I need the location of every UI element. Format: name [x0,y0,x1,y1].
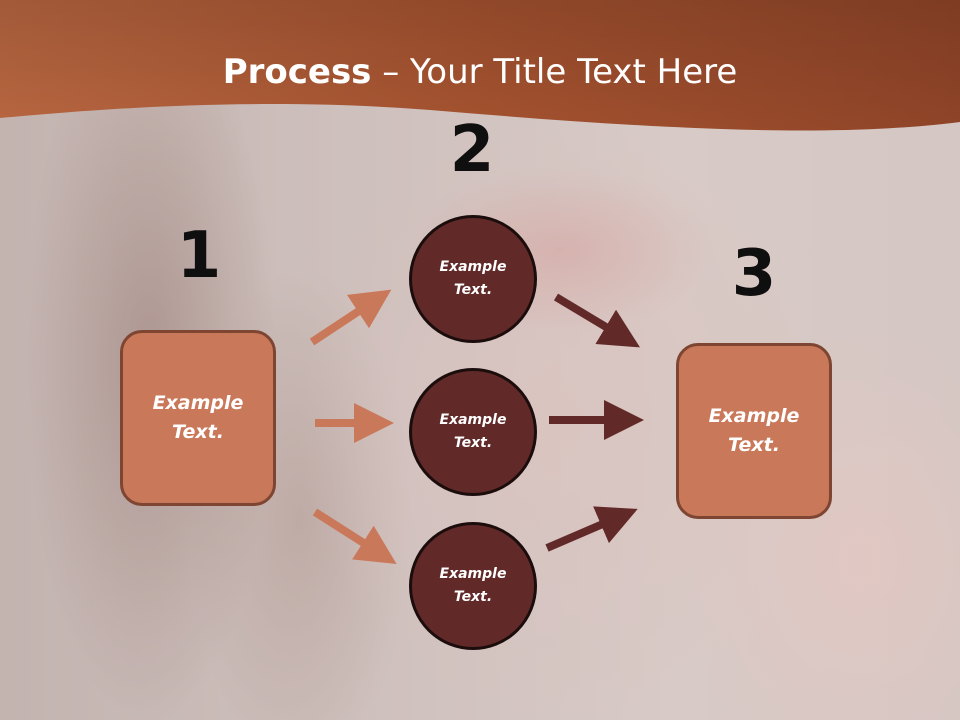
arrow-1-to-bottom [312,508,397,565]
middle-circle-bottom: Example Text. [409,522,537,650]
arrow-1-to-top [309,289,392,346]
middle-circle-top: Example Text. [409,215,537,343]
step-1-text: Example Text. [152,392,244,443]
middle-circle-top-text: Example Text. [439,259,507,298]
step-number-3: 3 [731,237,777,311]
middle-circle-bottom-text: Example Text. [439,566,507,605]
slide-title: Process – Your Title Text Here [0,52,960,92]
middle-circle-center: Example Text. [409,368,537,496]
step-1-box: Example Text. [120,330,276,506]
arrow-bottom-to-3 [545,506,638,552]
step-3-text: Example Text. [708,405,800,456]
step-number-1: 1 [176,219,222,293]
middle-circle-center-text: Example Text. [439,412,507,451]
title-rest: – Your Title Text Here [371,52,738,92]
step-3-box: Example Text. [676,343,832,519]
arrow-top-to-3 [553,293,641,348]
title-bold: Process [222,52,372,92]
step-number-2: 2 [449,113,495,187]
header-banner [0,0,960,131]
